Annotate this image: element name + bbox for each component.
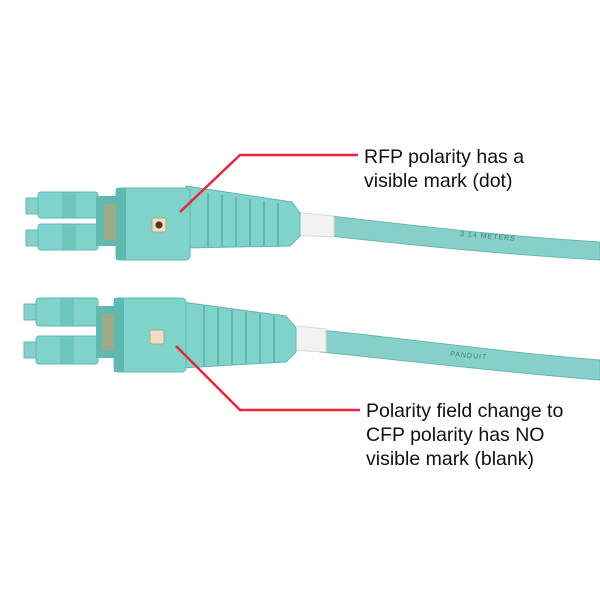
callout-cfp-line-1: Polarity field change to <box>366 400 564 422</box>
connector-cfp: PANDUIT <box>23 297 600 381</box>
lc-plugs-cfp <box>23 297 116 365</box>
cable-print-cfp: PANDUIT <box>450 351 488 361</box>
callout-rfp: RFP polarity has a visible mark (dot) <box>364 145 524 193</box>
lc-plugs-rfp <box>25 191 118 251</box>
boot-ribs-cfp <box>203 306 275 366</box>
callout-rfp-line-2: visible mark (dot) <box>364 170 513 192</box>
polarity-dot <box>155 221 163 229</box>
boot-cfp <box>181 301 297 369</box>
callout-cfp-line-3: visible mark (blank) <box>366 448 534 470</box>
callout-rfp-line-1: RFP polarity has a <box>364 146 525 168</box>
cable-print-rfp: 3.14 METERS <box>460 231 516 243</box>
cable-cfp <box>319 329 600 381</box>
leader-line-cfp <box>175 345 360 412</box>
callout-cfp: Polarity field change to CFP polarity ha… <box>366 399 563 471</box>
callout-cfp-line-2: CFP polarity has NO <box>366 424 545 446</box>
boot-ribs-rfp <box>207 193 279 247</box>
cable-rfp <box>329 215 600 261</box>
leader-line-rfp <box>179 153 358 213</box>
polarity-mark-blank <box>149 329 165 345</box>
connector-rfp: 3.14 METERS <box>25 185 600 261</box>
boot-rfp <box>185 185 301 249</box>
